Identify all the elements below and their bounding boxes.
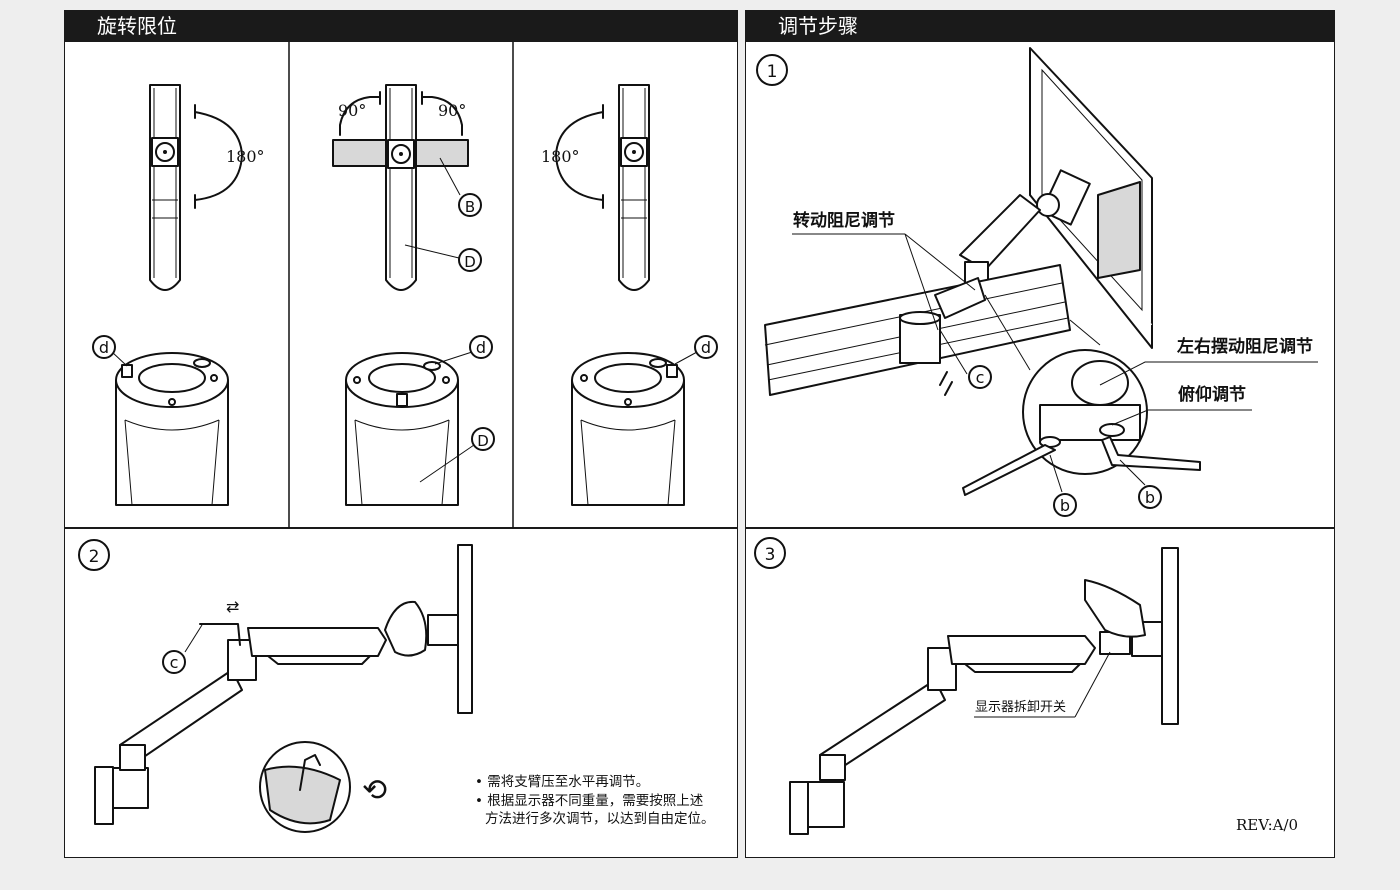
step-1-number: 1: [767, 62, 778, 82]
label-d-center: d: [476, 338, 486, 357]
panel-step-2: [64, 528, 738, 858]
label-tilt-adjust: 俯仰调节: [1178, 384, 1246, 405]
base-right: d: [571, 335, 718, 506]
label-c-step2: c: [170, 653, 179, 672]
rotate-arrow-top: ⇄: [226, 597, 239, 616]
label-swing-damping: 左右摆动阻尼调节: [1177, 336, 1313, 357]
angle-90-right: 90°: [438, 101, 466, 120]
label-B: B: [465, 198, 475, 216]
base-center: d D: [345, 335, 495, 506]
label-b-left: b: [1060, 496, 1070, 515]
step-3-diagram: 3 显示器拆卸开关 REV:A/0: [754, 537, 1298, 835]
label-d-right: d: [701, 338, 711, 357]
angle-90-left: 90°: [338, 101, 366, 120]
revision-label: REV:A/0: [1236, 816, 1298, 834]
angle-180-left: 180°: [541, 147, 580, 166]
step-3-number: 3: [765, 545, 776, 565]
note-line-1: • 需将支臂压至水平再调节。: [475, 774, 650, 790]
note-line-2: • 根据显示器不同重量，需要按照上述: [475, 793, 704, 809]
note-line-3: 方法进行多次调节，以达到自由定位。: [485, 811, 715, 827]
header-adjust-steps: 调节步骤: [746, 11, 1334, 42]
step-2-diagram: 2 ⇄ c ⟲: [78, 539, 473, 833]
label-monitor-release: 显示器拆卸开关: [975, 699, 1066, 715]
label-rotation-damping: 转动阻尼调节: [793, 210, 895, 231]
step-2-number: 2: [89, 547, 100, 567]
label-d-left: d: [99, 338, 109, 357]
label-D-arm: D: [464, 253, 476, 271]
rotate-arrow-detail: ⟲: [362, 773, 387, 808]
header-rotation-limit: 旋转限位: [65, 11, 737, 42]
label-c-step1: c: [976, 368, 985, 387]
arm-diagram-center: 90° 90° B D: [332, 84, 482, 291]
arm-diagram-left: 180°: [149, 84, 265, 291]
label-D-base: D: [477, 432, 489, 450]
angle-180-right: 180°: [226, 147, 265, 166]
arm-diagram-right: 180°: [541, 84, 650, 291]
label-b-right: b: [1145, 488, 1155, 507]
step-1-diagram: 1 转动阻尼调节 c: [756, 47, 1318, 517]
base-left: d: [92, 335, 229, 506]
